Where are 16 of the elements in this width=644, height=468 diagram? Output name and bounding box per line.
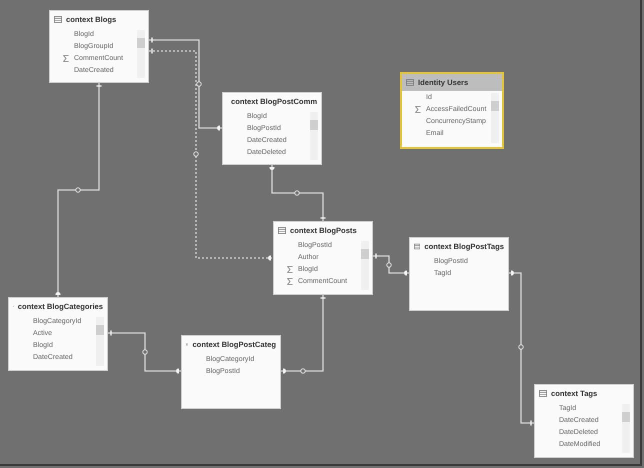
table-card xyxy=(8,297,108,371)
table-card xyxy=(400,72,504,149)
relationship-line xyxy=(149,48,273,261)
table-card xyxy=(273,221,373,295)
table-card xyxy=(534,384,634,458)
table-card xyxy=(409,237,509,311)
table-card xyxy=(222,92,322,165)
relationship-line xyxy=(149,36,222,131)
relationship-line xyxy=(281,295,326,374)
table-card xyxy=(181,335,281,409)
relationship-line xyxy=(108,330,181,374)
relationship-line xyxy=(509,270,534,426)
relationship-line xyxy=(55,83,102,297)
relationship-line xyxy=(269,165,326,221)
relationship-line xyxy=(373,252,409,276)
table-card xyxy=(49,10,149,83)
